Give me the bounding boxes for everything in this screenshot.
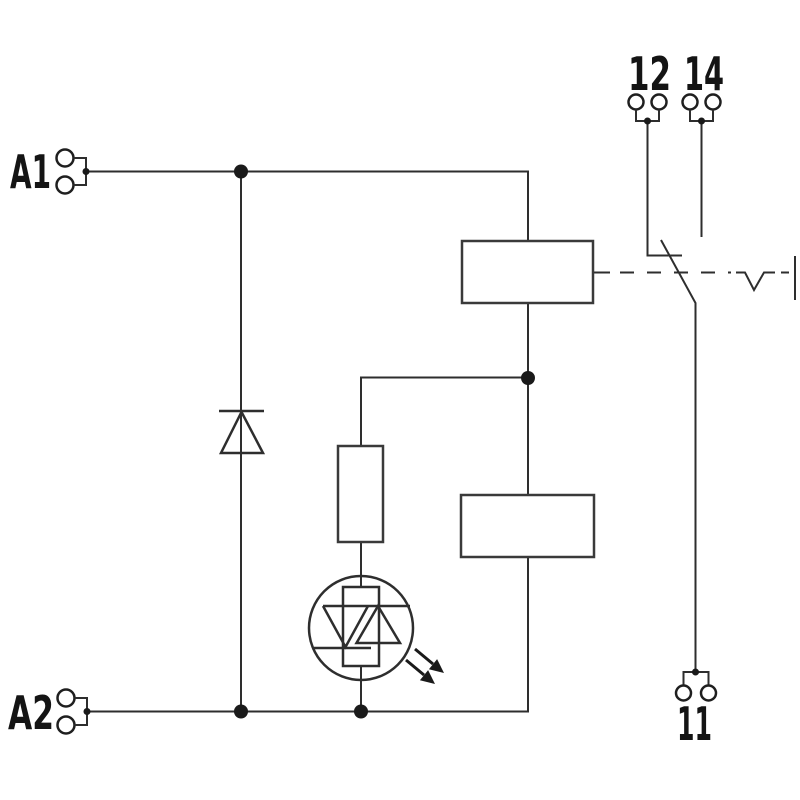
relay-coil-block-lower [459,493,596,559]
emission-arrow-2-shaft [405,658,425,677]
led-emission-arrows [405,647,444,684]
emission-arrow-1-head [428,659,444,673]
manual-actuator-notch [736,271,775,293]
junction-dot [234,704,248,719]
bracket-node-dot [644,117,651,125]
wire-coil-to-a2-rail [87,557,529,713]
terminal-screw-icon [674,684,693,702]
led-indicator [307,574,444,684]
emission-arrow-1-shaft [414,647,434,666]
bracket-node-dot [692,668,699,676]
suppressor-diode [218,409,266,455]
terminal-label-a2: A2 [8,686,54,740]
wire-terminal-12-nc-seat [646,121,682,257]
terminal-screw-icon [55,175,75,195]
led-up-diode [354,603,403,645]
junction-dots [234,164,535,719]
terminal-pair-a2 [56,688,91,735]
emission-arrow-2-head [419,670,435,684]
bracket-node-dot [698,117,705,125]
mechanical-link [593,256,796,300]
wire-to-resistor [360,376,528,446]
junction-dot [234,164,248,179]
wire-a1-to-coil [86,170,529,241]
bracket-node-dot [82,168,90,175]
diode-triangle [218,409,266,455]
terminal-screw-icon [699,684,718,702]
terminal-pair-11 [674,668,718,702]
terminal-label-11: 11 [677,697,712,751]
terminal-screw-icon [56,715,76,735]
series-resistor [336,444,385,544]
terminal-screw-icon [56,688,76,708]
wires [86,121,703,713]
junction-dot [354,704,368,719]
relay-coil-block-upper [460,239,595,305]
terminal-label-14: 14 [684,47,724,101]
terminal-screw-icon [55,148,75,168]
terminal-pair-12 [627,93,668,125]
led-inner-rect [341,585,381,668]
terminal-pair-14 [681,93,722,125]
terminal-pair-a1 [55,148,90,195]
bracket-node-dot [83,708,91,715]
contact-lever-and-common-wire [660,239,697,672]
junction-dot [521,371,535,385]
terminal-label-a1: A1 [10,145,51,199]
terminal-label-12: 12 [628,47,671,101]
led-circle [307,574,415,682]
led-down-diode [321,605,370,650]
